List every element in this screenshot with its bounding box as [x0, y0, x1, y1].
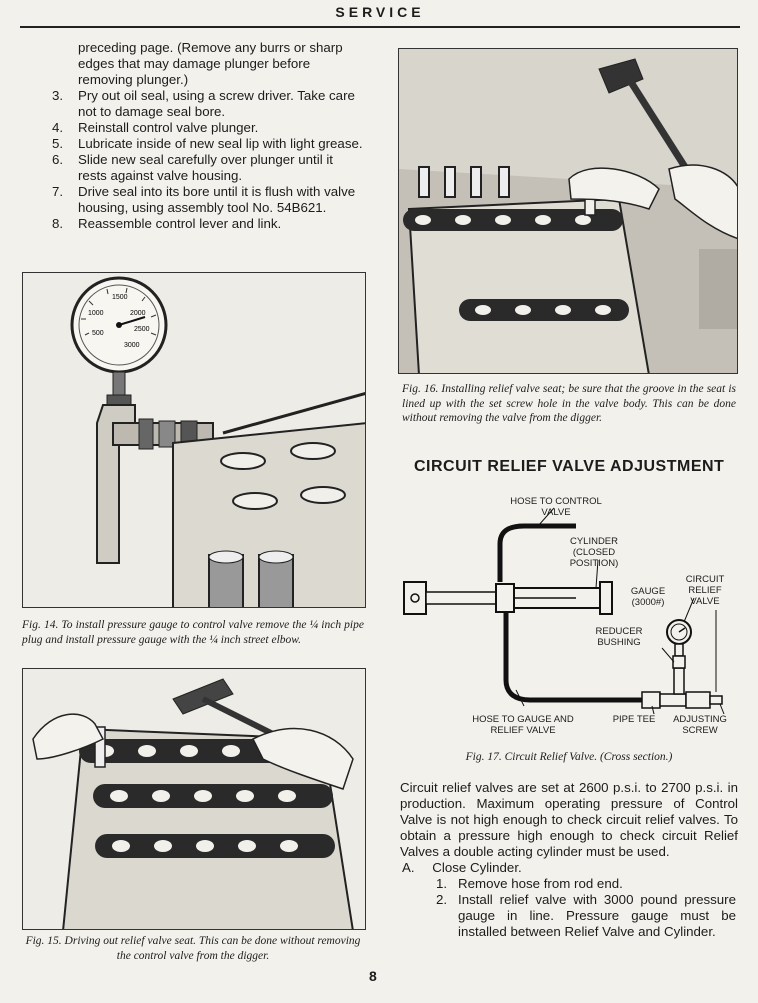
figure-14-image: 1500 2000 1000 2500 500 3000 — [22, 272, 366, 608]
figure-17-diagram: HOSE TO CONTROL VALVE CYLINDER (CLOSED P… — [398, 490, 738, 760]
step-item: 3.Pry out oil seal, using a screw driver… — [52, 88, 355, 119]
figure-16-image — [398, 48, 738, 374]
instruction-steps: preceding page. (Remove any burrs or sha… — [52, 40, 364, 232]
gauge-mark: 3000 — [124, 342, 140, 349]
label-reducer-bushing: REDUCER BUSHING — [595, 626, 643, 648]
step-continuation: preceding page. (Remove any burrs or sha… — [78, 40, 343, 87]
label-gauge: GAUGE (3000#) — [630, 586, 666, 608]
label-adjusting-screw: ADJUSTING SCREW — [673, 714, 727, 736]
gauge-mark: 1000 — [88, 310, 104, 317]
sub-letter: A. — [402, 860, 415, 875]
label-pipe-tee: PIPE TEE — [612, 714, 656, 725]
gauge-mark: 500 — [92, 330, 104, 337]
figure-16-caption: Fig. 16. Installing relief valve seat; b… — [402, 383, 736, 424]
label-circuit-relief-valve: CIRCUIT RELIEF VALVE — [685, 574, 725, 607]
sub-steps: 1.Remove hose from rod end. 2.Install re… — [436, 876, 736, 940]
figure-15-caption: Fig. 15. Driving out relief valve seat. … — [25, 935, 361, 962]
label-cylinder: CYLINDER (CLOSED POSITION) — [569, 536, 619, 569]
sub-step-item: 1.Remove hose from rod end. — [436, 876, 623, 891]
step-item: 6.Slide new seal carefully over plunger … — [52, 152, 333, 183]
step-item: 4.Reinstall control valve plunger. — [52, 120, 259, 135]
header-title: SERVICE — [335, 4, 425, 20]
label-hose-control-valve: HOSE TO CONTROL VALVE — [510, 496, 602, 518]
step-item: 8.Reassemble control lever and link. — [52, 216, 282, 231]
step-item: 7.Drive seal into its bore until it is f… — [52, 184, 356, 215]
sub-heading: A. Close Cylinder. — [402, 860, 522, 875]
gauge-mark: 2000 — [130, 310, 146, 317]
gauge-mark: 2500 — [134, 326, 150, 333]
gauge-mark: 1500 — [112, 294, 128, 301]
figure-17-caption: Fig. 17. Circuit Relief Valve. (Cross se… — [465, 751, 673, 763]
step-item: 5.Lubricate inside of new seal lip with … — [52, 136, 363, 151]
sub-step-item: 2.Install relief valve with 3000 pound p… — [436, 892, 736, 939]
sub-title: Close Cylinder. — [432, 860, 522, 875]
page-number: 8 — [369, 968, 377, 984]
label-hose-gauge-relief: HOSE TO GAUGE AND RELIEF VALVE — [472, 714, 574, 736]
figure-15-image — [22, 668, 366, 930]
page-header: SERVICE — [20, 0, 740, 28]
section-paragraph: Circuit relief valves are set at 2600 p.… — [400, 780, 738, 859]
section-title: CIRCUIT RELIEF VALVE ADJUSTMENT — [414, 458, 725, 475]
figure-14-caption: Fig. 14. To install pressure gauge to co… — [22, 619, 364, 646]
